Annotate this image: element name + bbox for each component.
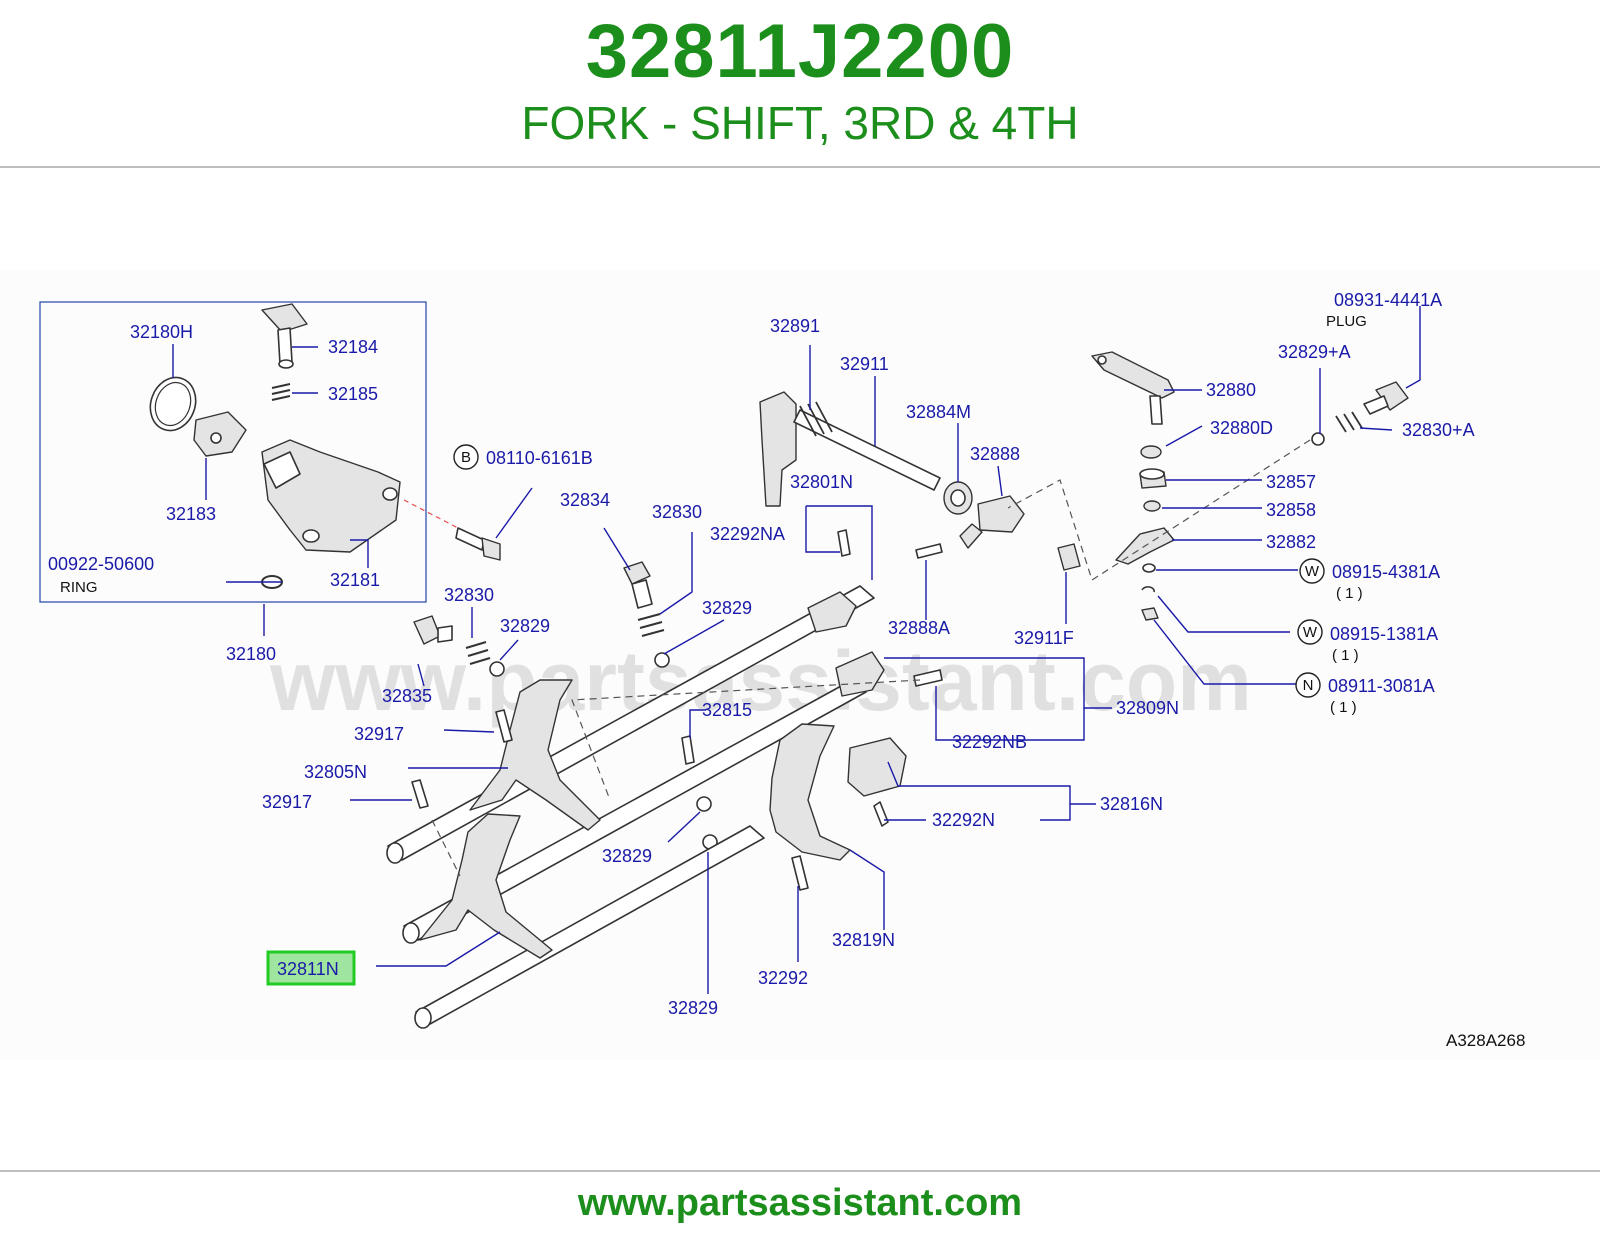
part-number-title: 32811J2200 [585, 9, 1015, 94]
part-label[interactable]: 32184 [328, 337, 378, 357]
part-labels: 32180H 32184 32185 32183 32181 00922-506… [48, 290, 1525, 1050]
part-description: FORK - SHIFT, 3RD & 4TH [521, 97, 1079, 149]
part-label[interactable]: 32829 [602, 846, 652, 866]
footer-url[interactable]: www.partsassistant.com [577, 1182, 1023, 1224]
diagram-code: A328A268 [1446, 1031, 1525, 1050]
part-label[interactable]: 32829 [702, 598, 752, 618]
part-label[interactable]: 32819N [832, 930, 895, 950]
symbol-w-circle-icon [1297, 619, 1323, 645]
part-label[interactable]: 32829 [500, 616, 550, 636]
part-label[interactable]: 08931-4441A [1334, 290, 1442, 310]
symbol-n: N [1303, 677, 1314, 694]
part-label-highlighted[interactable]: 32811N [277, 959, 339, 979]
part-label[interactable]: 32292NA [710, 524, 785, 544]
part-label[interactable]: 32805N [304, 762, 367, 782]
part-label[interactable]: 32829+A [1278, 342, 1351, 362]
part-label[interactable]: 32801N [790, 472, 853, 492]
leader-lines [172, 306, 1421, 994]
part-label[interactable]: 32857 [1266, 472, 1316, 492]
part-label[interactable]: 32858 [1266, 500, 1316, 520]
part-label[interactable]: 32292NB [952, 732, 1027, 752]
symbol-b-circle-icon [453, 444, 479, 470]
part-label[interactable]: 32917 [262, 792, 312, 812]
part-label[interactable]: 08911-3081A [1328, 676, 1435, 696]
part-label[interactable]: 32180 [226, 644, 276, 664]
note-qty: ( 1 ) [1336, 585, 1363, 602]
part-label[interactable]: 32830 [652, 502, 702, 522]
symbol-w: W [1303, 624, 1318, 641]
highlight-box-32811N[interactable] [266, 950, 356, 986]
part-label[interactable]: 32917 [354, 724, 404, 744]
part-label[interactable]: 32830+A [1402, 420, 1475, 440]
header-divider [0, 166, 1600, 168]
note-plug: PLUG [1326, 313, 1367, 330]
part-label[interactable]: 32835 [382, 686, 432, 706]
part-label[interactable]: 32882 [1266, 532, 1316, 552]
page-header: 32811J2200 FORK - SHIFT, 3RD & 4TH [0, 0, 1600, 168]
part-label[interactable]: 32815 [702, 700, 752, 720]
part-label[interactable]: 32183 [166, 504, 216, 524]
symbol-w: W [1305, 563, 1320, 580]
diagram-panel [0, 270, 1600, 1060]
part-drawings [149, 303, 1409, 1029]
part-label[interactable]: 32292 [758, 968, 808, 988]
part-label[interactable]: 32884M [906, 402, 971, 422]
part-label[interactable]: 08110-6161B [486, 448, 593, 468]
footer-divider [0, 1170, 1600, 1172]
part-label[interactable]: 00922-50600 [48, 554, 154, 574]
part-label[interactable]: 32880 [1206, 380, 1256, 400]
part-label[interactable]: 08915-4381A [1332, 562, 1440, 582]
part-label[interactable]: 32829 [668, 998, 718, 1018]
symbol-b: B [461, 449, 471, 466]
symbol-w-circle-icon [1299, 558, 1325, 584]
part-label[interactable]: 32181 [330, 570, 380, 590]
part-label[interactable]: 32816N [1100, 794, 1163, 814]
part-label[interactable]: 32911F [1014, 628, 1074, 648]
note-qty: ( 1 ) [1330, 699, 1357, 716]
note-ring: RING [60, 579, 98, 596]
part-label[interactable]: 32911 [840, 354, 889, 374]
assembly-dashed-lines [431, 439, 1311, 877]
part-label[interactable]: 32834 [560, 490, 610, 510]
part-label[interactable]: 32292N [932, 810, 995, 830]
part-label[interactable]: 32809N [1116, 698, 1179, 718]
symbol-n-circle-icon [1295, 672, 1321, 698]
part-label[interactable]: 32888 [970, 444, 1020, 464]
part-label[interactable]: 32180H [130, 322, 193, 342]
part-label[interactable]: 32888A [888, 618, 950, 638]
part-label[interactable]: 32891 [770, 316, 820, 336]
part-label[interactable]: 08915-1381A [1330, 624, 1438, 644]
part-label[interactable]: 32880D [1210, 418, 1273, 438]
part-label[interactable]: 32185 [328, 384, 378, 404]
inset-frame [39, 301, 427, 603]
note-qty: ( 1 ) [1332, 647, 1359, 664]
part-label[interactable]: 32830 [444, 585, 494, 605]
